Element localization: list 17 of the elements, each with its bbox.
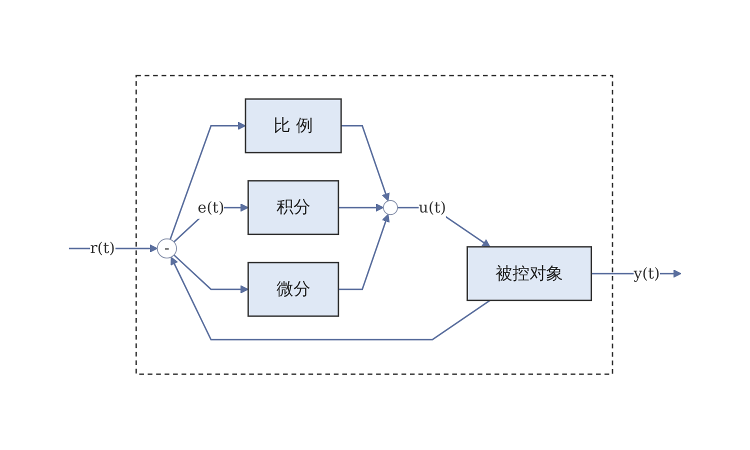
- node-box: 被控对象: [466, 246, 592, 302]
- edge-label: e(t): [198, 198, 224, 216]
- edge-label: u(t): [418, 198, 446, 216]
- node-box: 积分: [247, 180, 340, 236]
- arrow: [338, 214, 390, 290]
- edge-label: y(t): [634, 264, 660, 282]
- arrow: [173, 254, 249, 294]
- node-circle: -: [156, 238, 177, 259]
- arrow: [170, 256, 490, 341]
- arrow: [338, 204, 384, 212]
- arrow: [169, 122, 246, 240]
- node-box: 比 例: [244, 98, 342, 154]
- arrow: [341, 125, 390, 202]
- node-circle: [382, 200, 398, 216]
- edge-label: r(t): [90, 239, 116, 258]
- cluster: [135, 74, 614, 376]
- node-box: 微分: [247, 262, 340, 317]
